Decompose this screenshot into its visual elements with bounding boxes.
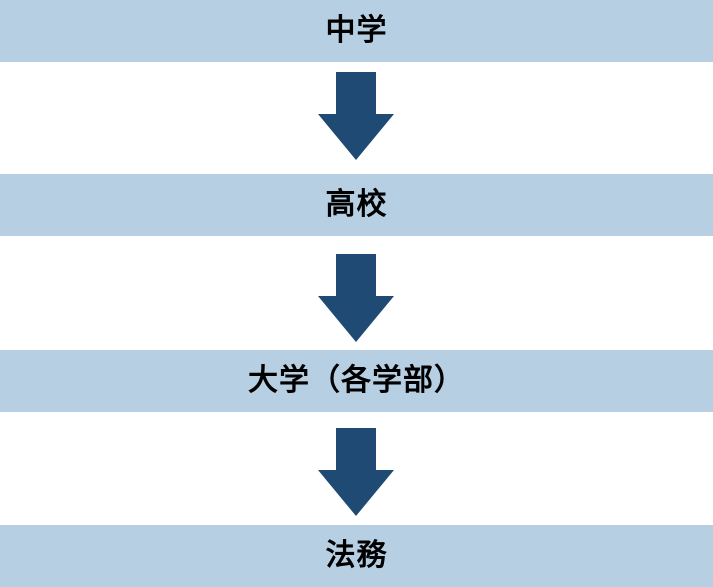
down-arrow-icon — [318, 254, 394, 342]
stage-box-legal-affairs: 法務 — [0, 525, 713, 587]
stage-label: 高校 — [325, 187, 388, 222]
down-arrow-icon — [318, 428, 394, 516]
stage-label: 法務 — [325, 538, 388, 573]
down-arrow-icon — [318, 72, 394, 160]
stage-box-middle-school: 中学 — [0, 0, 713, 62]
stage-label: 中学 — [325, 13, 388, 48]
stage-label: 大学（各学部） — [248, 363, 465, 398]
stage-box-high-school: 高校 — [0, 174, 713, 236]
stage-box-university: 大学（各学部） — [0, 350, 713, 412]
